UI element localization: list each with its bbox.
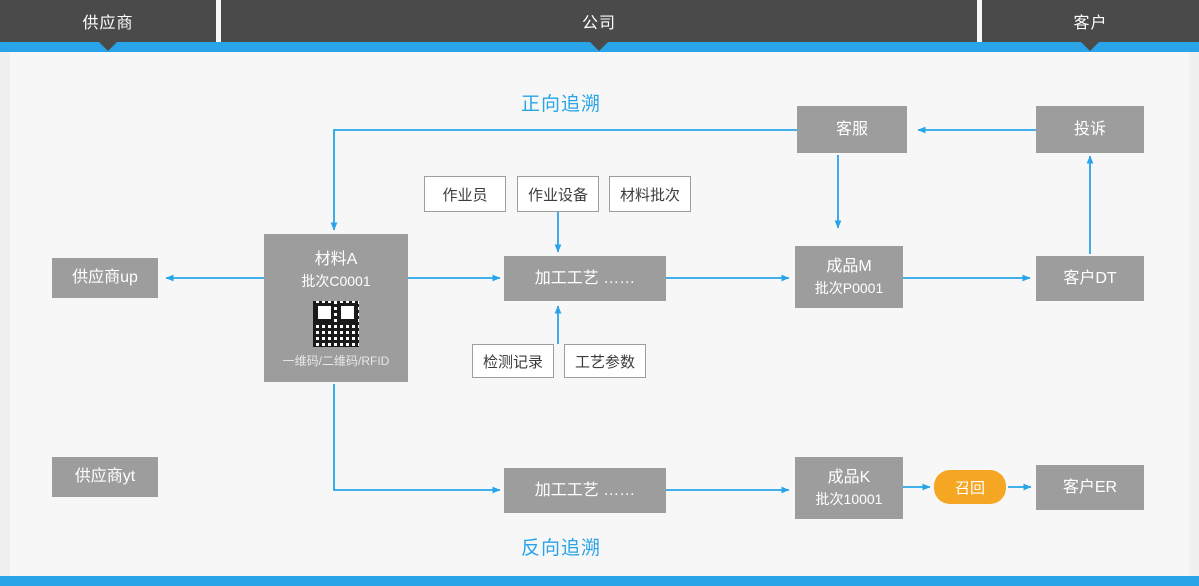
header-cell-customer: 客户 bbox=[982, 0, 1199, 42]
node-supplier-yt-label: 供应商yt bbox=[74, 468, 136, 486]
node-material-a-batch: 批次C0001 bbox=[301, 273, 371, 290]
attr-material-batch-label: 材料批次 bbox=[619, 186, 680, 204]
header-bar: 供应商 公司 客户 bbox=[0, 0, 1199, 42]
attr-inspection-record[interactable]: 检测记录 bbox=[472, 344, 554, 378]
attr-operator[interactable]: 作业员 bbox=[424, 176, 506, 212]
node-supplier-up-label: 供应商up bbox=[72, 269, 138, 287]
node-product-m-title: 成品M bbox=[826, 258, 872, 276]
node-product-k-title: 成品K bbox=[827, 469, 871, 487]
attr-material-batch[interactable]: 材料批次 bbox=[609, 176, 691, 212]
node-material-a-title: 材料A bbox=[314, 251, 358, 268]
node-recall[interactable]: 召回 bbox=[934, 470, 1006, 504]
node-customer-er-label: 客户ER bbox=[1062, 478, 1118, 496]
side-strip-right bbox=[1189, 52, 1199, 576]
node-customer-er[interactable]: 客户ER bbox=[1036, 465, 1144, 510]
node-customer-service-label: 客服 bbox=[835, 120, 868, 138]
node-supplier-yt[interactable]: 供应商yt bbox=[52, 457, 158, 497]
node-customer-dt-label: 客户DT bbox=[1063, 269, 1117, 287]
node-product-m[interactable]: 成品M 批次P0001 bbox=[795, 246, 903, 308]
node-material-a[interactable]: 材料A 批次C0001 一维码/二维码/RFID bbox=[264, 234, 408, 382]
node-process-bottom[interactable]: 加工工艺 …… bbox=[504, 468, 666, 513]
attr-equipment[interactable]: 作业设备 bbox=[517, 176, 599, 212]
qr-code-icon bbox=[313, 301, 359, 347]
header-arrow-customer bbox=[1081, 42, 1099, 51]
header-arrow-company bbox=[590, 42, 608, 51]
header-cell-company: 公司 bbox=[221, 0, 977, 42]
side-strip-left bbox=[0, 52, 10, 576]
accent-bar-bottom bbox=[0, 576, 1199, 586]
header-label-supplier: 供应商 bbox=[82, 15, 134, 32]
caption-forward-trace: 正向追溯 bbox=[521, 94, 602, 115]
header-label-company: 公司 bbox=[581, 15, 616, 32]
node-complaint-label: 投诉 bbox=[1073, 120, 1106, 138]
attr-equipment-label: 作业设备 bbox=[527, 186, 588, 204]
header-cell-supplier: 供应商 bbox=[0, 0, 216, 42]
caption-reverse-trace: 反向追溯 bbox=[521, 538, 602, 559]
node-complaint[interactable]: 投诉 bbox=[1036, 106, 1144, 153]
node-supplier-up[interactable]: 供应商up bbox=[52, 258, 158, 298]
attr-inspection-record-label: 检测记录 bbox=[482, 353, 543, 371]
node-product-k-batch: 批次10001 bbox=[815, 491, 883, 508]
attr-process-params-label: 工艺参数 bbox=[574, 353, 635, 371]
node-recall-label: 召回 bbox=[954, 479, 985, 497]
node-process-top-label: 加工工艺 …… bbox=[534, 269, 636, 287]
node-product-m-batch: 批次P0001 bbox=[814, 280, 884, 297]
attr-operator-label: 作业员 bbox=[442, 186, 488, 204]
attr-process-params[interactable]: 工艺参数 bbox=[564, 344, 646, 378]
node-product-k[interactable]: 成品K 批次10001 bbox=[795, 457, 903, 519]
node-customer-dt[interactable]: 客户DT bbox=[1036, 256, 1144, 301]
node-process-top[interactable]: 加工工艺 …… bbox=[504, 256, 666, 301]
node-customer-service[interactable]: 客服 bbox=[797, 106, 907, 153]
header-arrow-supplier bbox=[99, 42, 117, 51]
node-material-a-codes: 一维码/二维码/RFID bbox=[282, 353, 390, 368]
node-process-bottom-label: 加工工艺 …… bbox=[534, 481, 636, 499]
header-label-customer: 客户 bbox=[1073, 15, 1108, 32]
